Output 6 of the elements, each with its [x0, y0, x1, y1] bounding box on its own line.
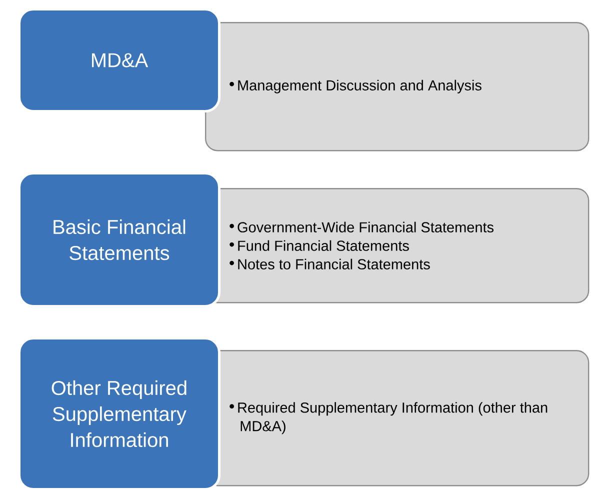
- section-box: MD&A: [18, 8, 220, 112]
- section-box: Other Required Supplementary Information: [18, 337, 220, 490]
- section-box: Basic Financial Statements: [18, 172, 220, 308]
- description-box: Government-Wide Financial Statements Fund Financial Statements Notes to Financial Statements: [205, 188, 590, 304]
- description-box: Required Supplementary Information (other than MD&A): [205, 350, 590, 486]
- description-box: Management Discussion and Analysis: [205, 22, 590, 152]
